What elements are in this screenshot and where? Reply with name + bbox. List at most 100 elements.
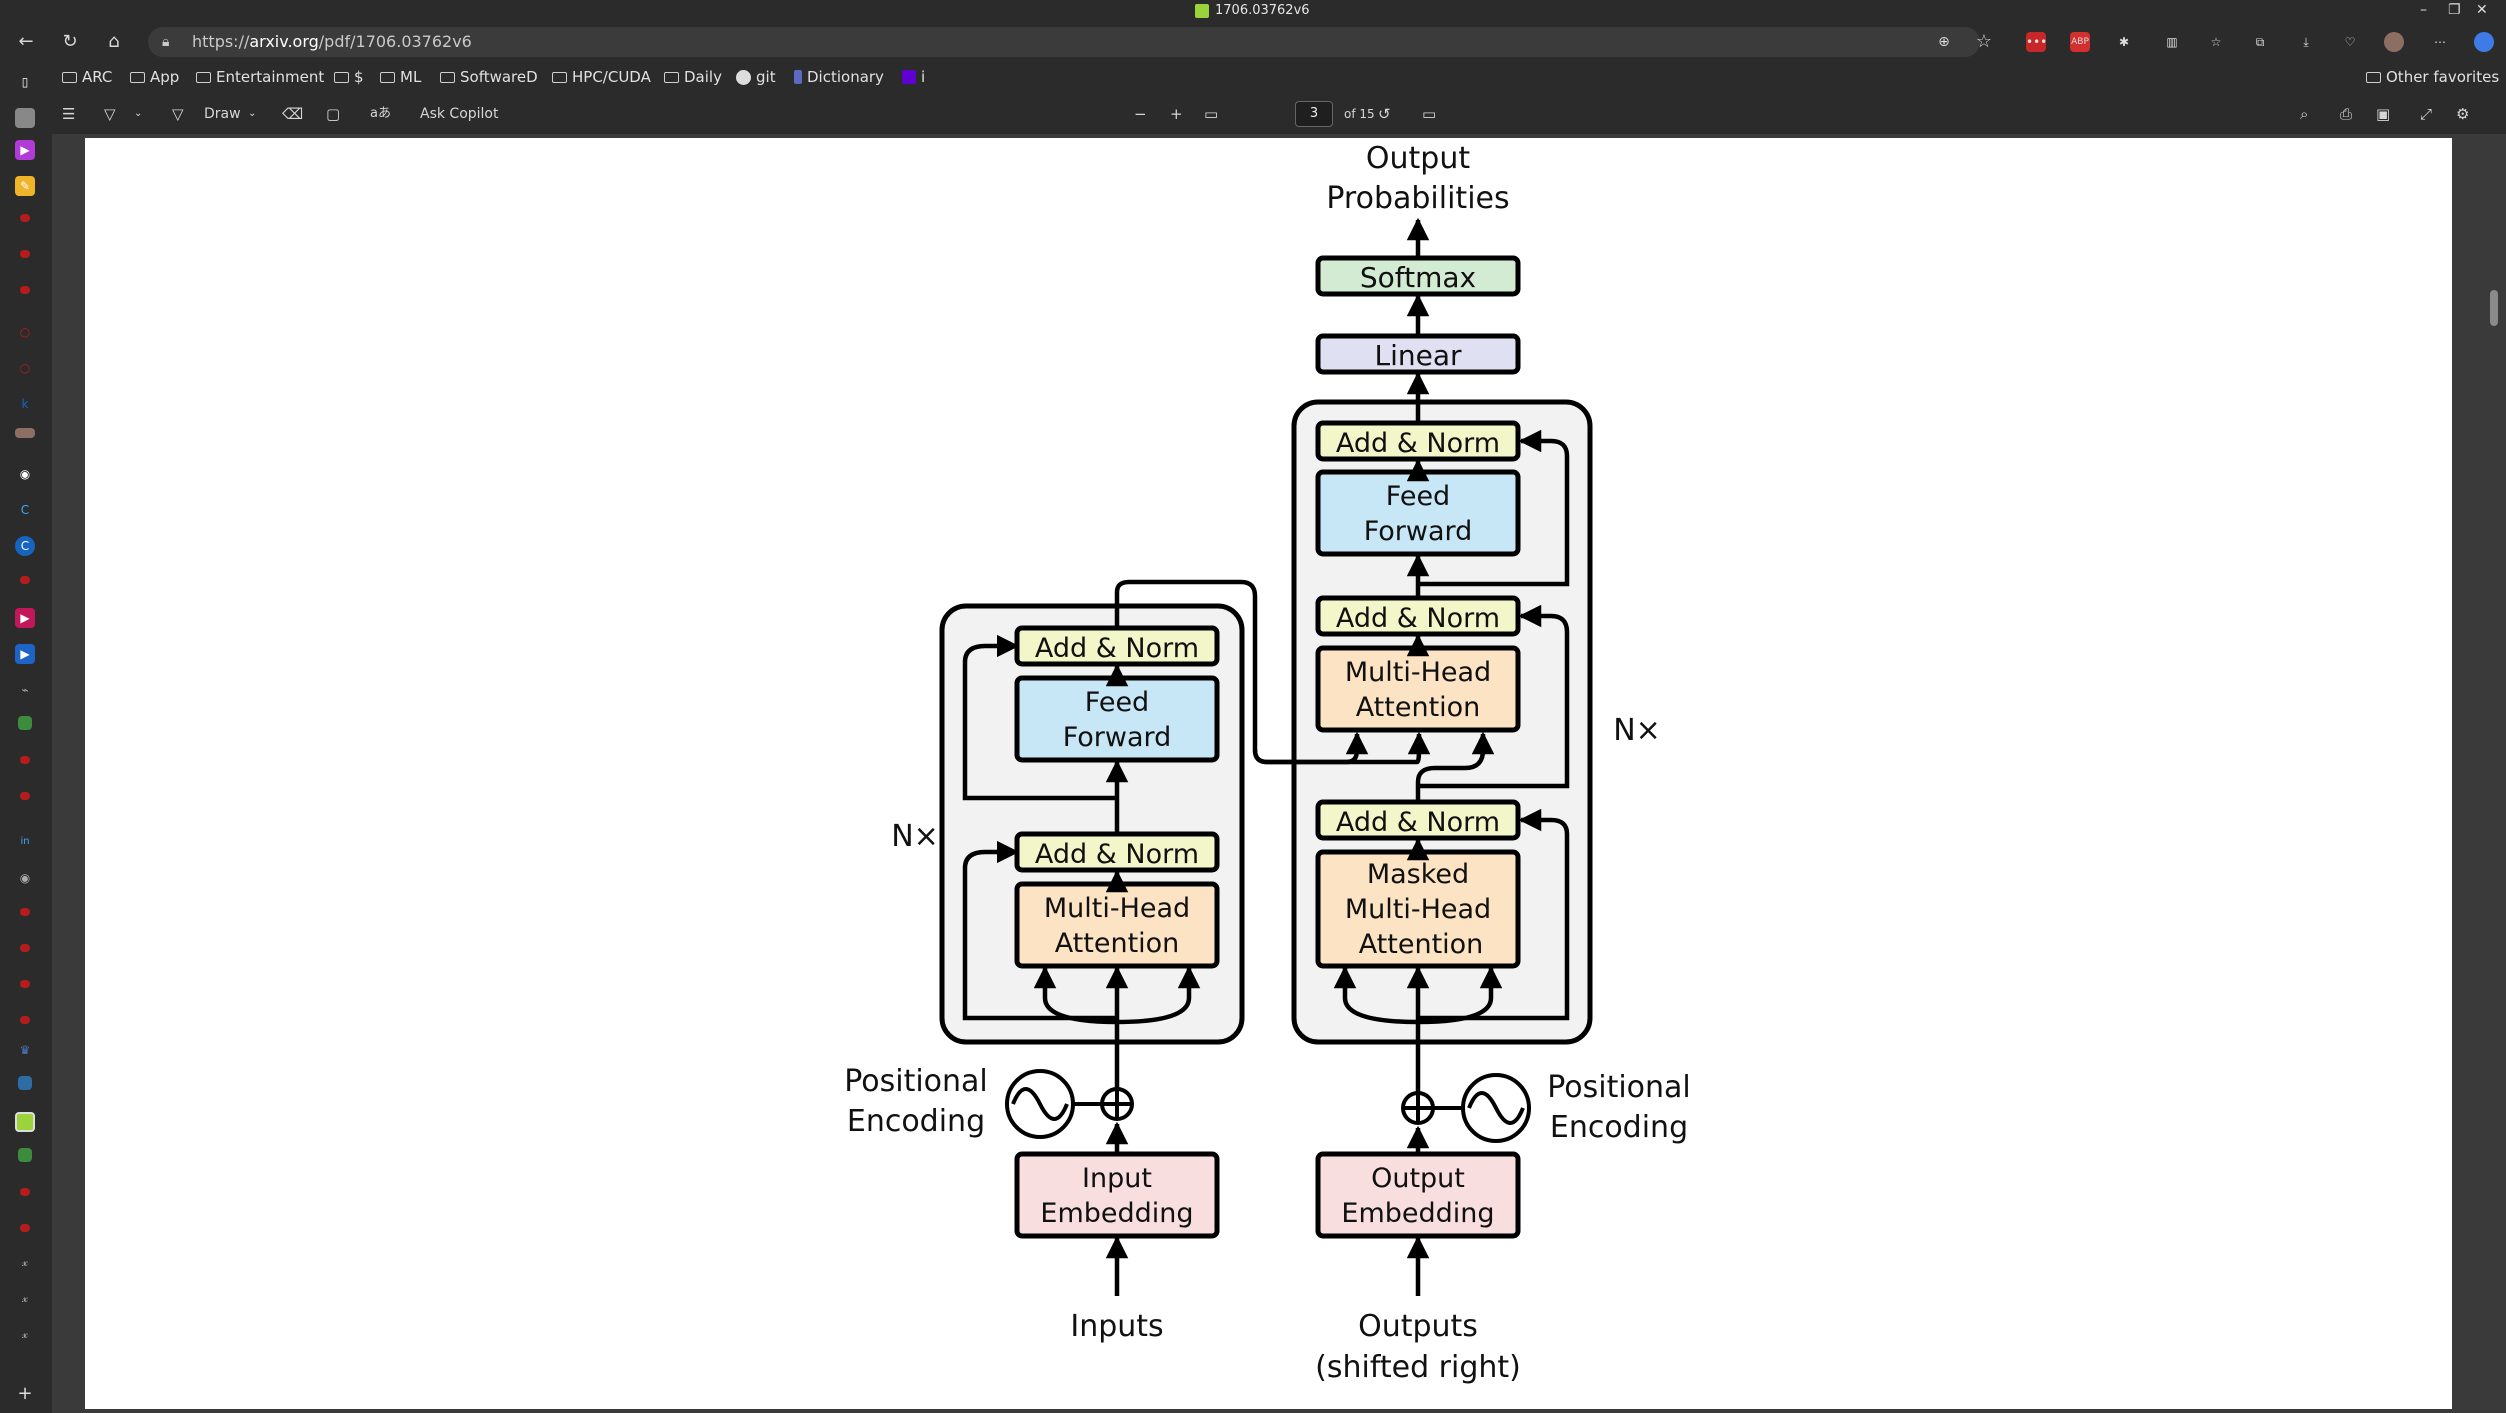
fav-dollar[interactable]: $: [334, 68, 364, 86]
sidebar-app-icon[interactable]: ◉: [19, 871, 31, 885]
sidebar-youtube-icon[interactable]: [20, 792, 30, 800]
sidebar-x-icon[interactable]: 𝓍: [22, 1255, 28, 1269]
sidebar-youtube-icon[interactable]: [20, 908, 30, 916]
pdf-favicon-icon: [1195, 3, 1209, 18]
fav-app[interactable]: App: [130, 68, 179, 86]
decoder-encoding-label: Encoding: [1550, 1110, 1688, 1145]
fav-label: i: [921, 68, 926, 86]
sidebar-app-icon[interactable]: ♛: [19, 1043, 31, 1057]
contents-icon[interactable]: ☰: [62, 105, 76, 123]
fav-softwared[interactable]: SoftwareD: [440, 68, 538, 86]
print-icon[interactable]: ⎙: [2340, 105, 2353, 123]
sidebar-k-icon[interactable]: k: [21, 397, 29, 411]
output-label: Output: [1371, 1163, 1465, 1194]
sidebar-youtube-icon[interactable]: [20, 1224, 30, 1232]
sidebar-youtube-icon[interactable]: [20, 1016, 30, 1024]
profile-avatar[interactable]: [2384, 32, 2404, 52]
home-icon[interactable]: ⌂: [108, 31, 120, 52]
fav-hpc-cuda[interactable]: HPC/CUDA: [552, 68, 651, 86]
back-arrow-icon[interactable]: ←: [18, 31, 34, 52]
copilot-icon[interactable]: [2474, 32, 2494, 52]
more-menu-icon[interactable]: ⋯: [2434, 35, 2446, 49]
sidebar-app-icon[interactable]: [18, 1148, 32, 1162]
highlight-icon[interactable]: ▽: [104, 105, 116, 123]
address-bar[interactable]: 🔒︎ https://arxiv.org/pdf/1706.03762v6: [148, 27, 1980, 57]
eraser-icon[interactable]: ⌫: [282, 105, 304, 123]
sidebar-app-icon[interactable]: [15, 108, 35, 128]
fav-label: SoftwareD: [460, 68, 538, 86]
rotate-icon[interactable]: ↺: [1378, 105, 1391, 123]
sidebar-pdf-active-icon[interactable]: [15, 1112, 35, 1132]
sidebar-app-icon[interactable]: [18, 1076, 32, 1090]
fit-page-icon[interactable]: ▭: [1204, 105, 1219, 123]
sidebar-youtube-icon[interactable]: [20, 944, 30, 952]
sidebar-youtube-icon[interactable]: [20, 250, 30, 258]
zoom-out-icon[interactable]: −: [1134, 105, 1147, 123]
page-view-icon[interactable]: ▭: [1422, 105, 1437, 123]
sidebar-media-icon[interactable]: ▶: [15, 608, 35, 628]
minimize-button[interactable]: –: [2420, 2, 2427, 18]
fav-i[interactable]: i: [902, 68, 925, 86]
zoom-icon[interactable]: ⊕: [1938, 34, 1950, 50]
fav-git[interactable]: git: [736, 68, 776, 86]
sidebar-app-icon[interactable]: ⌁: [21, 683, 29, 697]
star-favorite-icon[interactable]: ☆: [1975, 31, 1993, 52]
encoder-multihead-label: Multi-Head: [1044, 893, 1190, 924]
fullscreen-icon[interactable]: ⤢: [2420, 105, 2433, 123]
read-aloud-icon[interactable]: aあ: [370, 106, 391, 121]
fav-label: $: [354, 68, 364, 86]
sidebar-circle-icon[interactable]: ○: [19, 325, 31, 339]
settings-gear-icon[interactable]: ⚙: [2456, 105, 2470, 123]
text-box-icon[interactable]: ▢: [326, 105, 341, 123]
sidebar-x-icon[interactable]: 𝓍: [22, 1291, 28, 1305]
fav-arc[interactable]: ARC: [62, 68, 112, 86]
fav-daily[interactable]: Daily: [664, 68, 722, 86]
performance-icon[interactable]: ♡: [2344, 35, 2356, 49]
sidebar-youtube-icon[interactable]: [20, 980, 30, 988]
chevron-down-icon[interactable]: ⌄: [134, 108, 143, 119]
search-icon[interactable]: ⌕: [2300, 105, 2309, 123]
collections-icon[interactable]: ⧉: [2255, 35, 2265, 49]
ask-copilot-button[interactable]: Ask Copilot: [420, 106, 499, 122]
draw-label[interactable]: Draw: [204, 106, 241, 122]
maximize-button[interactable]: ❐: [2448, 2, 2461, 18]
extension-red-icon[interactable]: •••: [2026, 32, 2047, 52]
sidebar-youtube-icon[interactable]: [20, 576, 30, 584]
sidebar-youtube-icon[interactable]: [20, 1188, 30, 1196]
fav-dictionary[interactable]: Dictionary: [794, 68, 884, 86]
folder-icon: [2366, 71, 2381, 83]
fav-other-favorites[interactable]: Other favorites: [2366, 68, 2499, 86]
sidebar-media-icon[interactable]: ▶: [15, 644, 35, 664]
sidebar-app-icon[interactable]: [18, 716, 32, 730]
sidebar-youtube-icon[interactable]: [20, 286, 30, 294]
sidebar-youtube-icon[interactable]: [20, 756, 30, 764]
fav-entertainment[interactable]: Entertainment: [196, 68, 324, 86]
sidebar-linkedin-icon[interactable]: in: [20, 836, 30, 847]
zoom-in-icon[interactable]: +: [1170, 105, 1183, 123]
sidebar-notes-icon[interactable]: ✎: [15, 176, 35, 196]
sidebar-media-icon[interactable]: ▶: [15, 140, 35, 160]
pdf-scrollbar-thumb[interactable]: [2490, 290, 2498, 326]
sidebar-x-icon[interactable]: 𝓍: [22, 1327, 28, 1341]
favorites-list-icon[interactable]: ☆: [2210, 35, 2222, 49]
page-number-input[interactable]: 3: [1295, 101, 1333, 127]
extension-puzzle-icon[interactable]: ✱: [2118, 35, 2130, 49]
download-icon[interactable]: ⤓: [2303, 35, 2309, 49]
adblock-extension-icon[interactable]: ABP: [2070, 32, 2090, 52]
output-probabilities-label-2: Probabilities: [1326, 181, 1509, 216]
close-button[interactable]: ✕: [2476, 2, 2488, 18]
sidebar-circle-icon[interactable]: ○: [19, 361, 31, 375]
draw-icon[interactable]: ▽: [172, 105, 184, 123]
sidebar-app-icon[interactable]: [15, 428, 35, 438]
tab-actions-icon[interactable]: ▯: [21, 75, 29, 89]
save-icon[interactable]: ▣: [2376, 105, 2391, 123]
refresh-icon[interactable]: ↻: [62, 31, 78, 52]
fav-ml[interactable]: ML: [380, 68, 421, 86]
add-sidebar-app-icon[interactable]: +: [17, 1383, 33, 1404]
sidebar-youtube-icon[interactable]: [20, 214, 30, 222]
sidebar-c-icon[interactable]: C: [15, 536, 35, 556]
sidebar-c-icon[interactable]: C: [20, 503, 30, 517]
sidebar-github-icon[interactable]: ◉: [19, 467, 31, 481]
split-screen-icon[interactable]: ▥: [2166, 35, 2178, 49]
chevron-down-icon[interactable]: ⌄: [248, 108, 257, 119]
